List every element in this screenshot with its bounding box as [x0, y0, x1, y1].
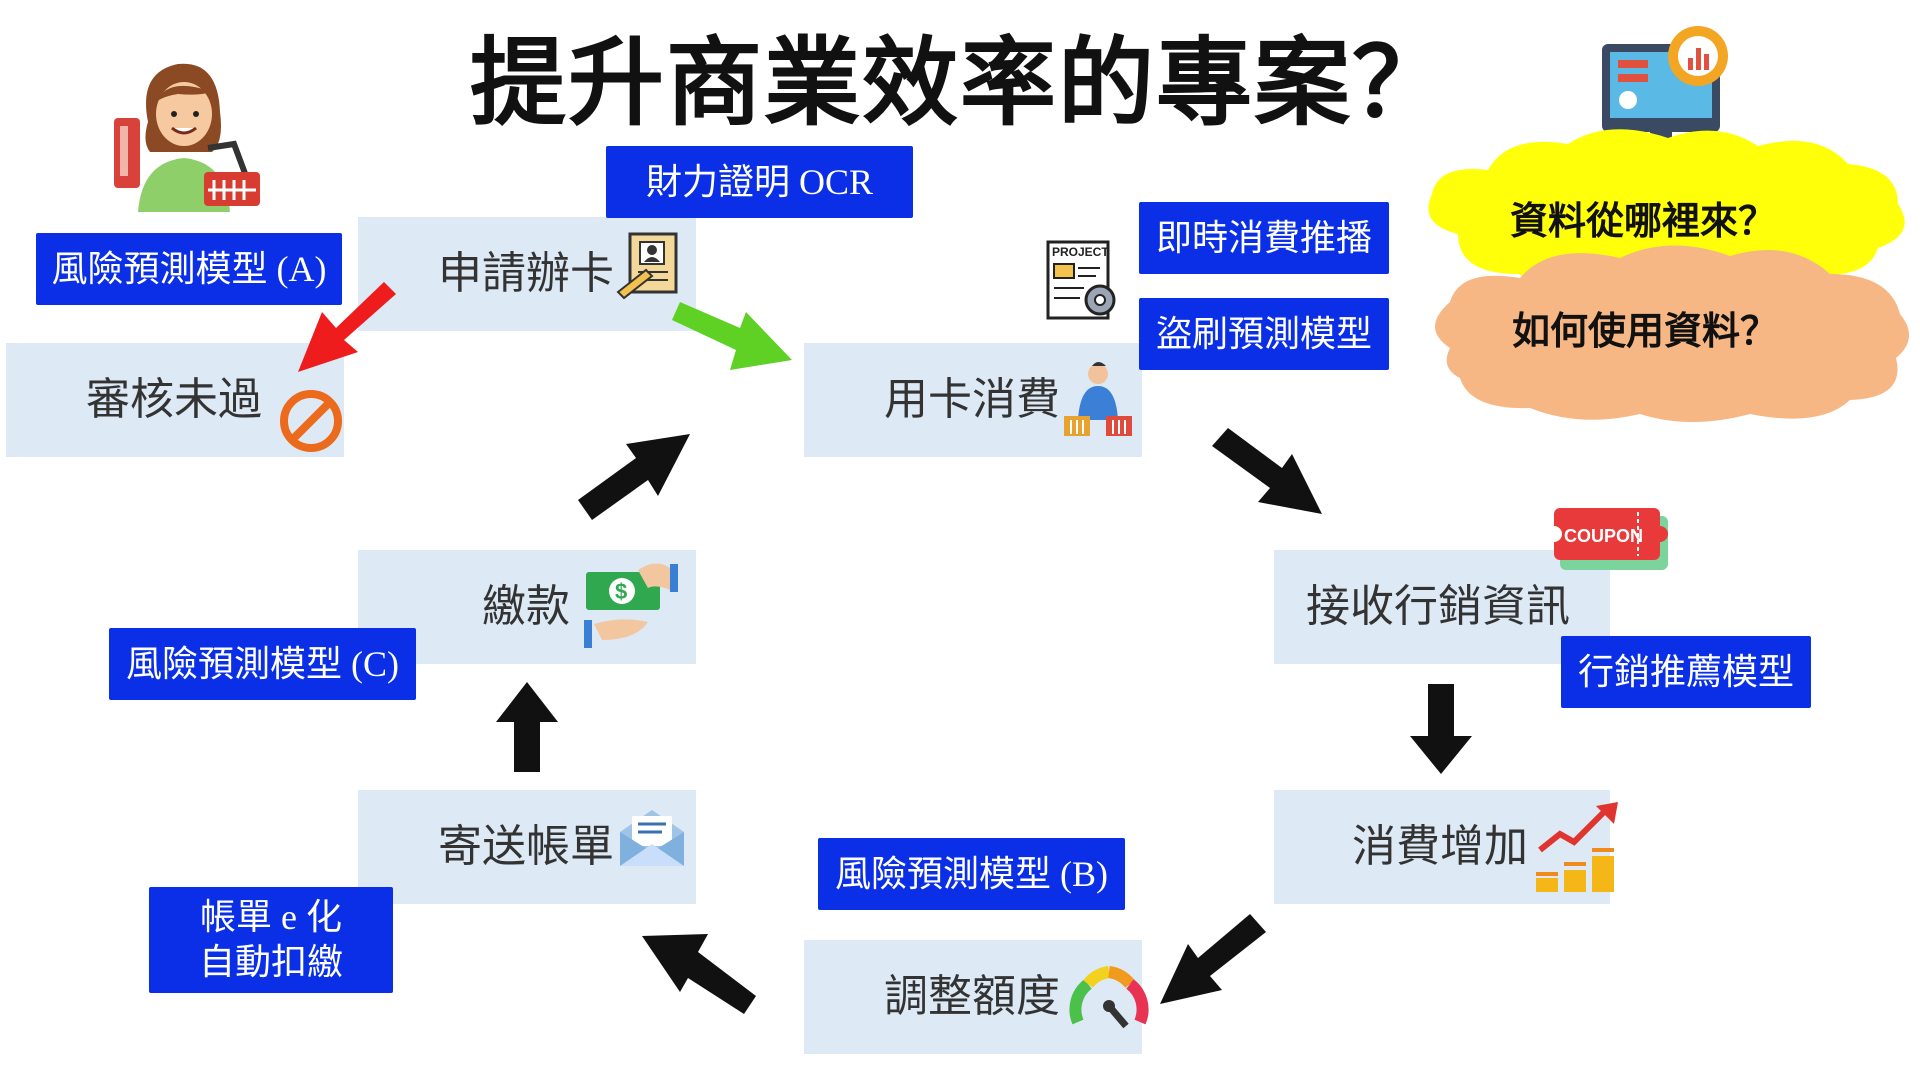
page-title: 提升商業效率的專案？	[470, 27, 1450, 139]
dollar-sign: $	[615, 579, 627, 604]
cloud-yellow	[1428, 129, 1905, 284]
cloud-question-usage: 如何使用資料？	[1512, 309, 1779, 353]
arrow-adjust-to-bill	[642, 934, 756, 1014]
step-rejected-label: 審核未過	[86, 374, 262, 425]
growth-chart-icon	[1536, 802, 1618, 892]
tag-ebill-line1: 帳單 e 化	[200, 897, 342, 937]
coupon-icon-label: COUPON	[1564, 526, 1643, 546]
gauge-meter-icon	[1069, 966, 1149, 1029]
step-receive-marketing: 接收行銷資訊	[1274, 550, 1610, 664]
arrow-green-approved	[672, 302, 792, 370]
step-receive-marketing-label: 接收行銷資訊	[1306, 581, 1570, 632]
step-send-bill-label: 寄送帳單	[438, 821, 614, 872]
project-document-icon: PROJECT	[1046, 240, 1116, 320]
project-label: PROJECT	[1052, 245, 1109, 259]
arrow-bill-to-pay	[496, 682, 558, 772]
step-payment-label: 繳款	[482, 581, 570, 632]
step-adjust-limit-label: 調整額度	[884, 971, 1060, 1022]
cloud-question-source: 資料從哪裡來？	[1510, 199, 1777, 243]
step-card-spending-label: 用卡消費	[884, 374, 1060, 425]
tag-financial-proof-ocr: 財力證明 OCR	[606, 146, 913, 218]
shopping-person-icon	[1064, 362, 1132, 436]
tag-risk-model-a: 風險預測模型 (A)	[36, 233, 342, 305]
tag-ebill-autopay: 帳單 e 化 自動扣繳	[149, 887, 393, 993]
tag-risk-model-c: 風險預測模型 (C)	[109, 628, 416, 700]
prohibited-icon	[280, 390, 342, 452]
arrow-increase-to-adjust	[1160, 914, 1266, 1004]
tag-ebill-line2: 自動扣繳	[198, 942, 343, 982]
tag-fraud-model: 盜刷預測模型	[1139, 298, 1389, 370]
arrow-receive-to-increase	[1410, 684, 1472, 774]
coupon-icon: COUPON	[1546, 508, 1668, 570]
computer-analytics-icon	[1602, 26, 1728, 152]
money-hand-icon: $	[584, 563, 678, 648]
step-adjust-limit: 調整額度	[804, 940, 1142, 1054]
arrow-red-rejected	[298, 282, 396, 372]
cloud-orange	[1435, 245, 1910, 422]
email-envelope-icon	[620, 810, 684, 866]
arrow-spend-to-receive	[1212, 428, 1322, 514]
step-apply-card-label: 申請辦卡	[438, 248, 614, 299]
tag-realtime-push: 即時消費推播	[1139, 202, 1389, 274]
tag-marketing-recommend-model: 行銷推薦模型	[1561, 636, 1811, 708]
arrow-pay-to-apply	[578, 434, 690, 520]
step-spending-increase-label: 消費增加	[1352, 821, 1528, 872]
shopper-woman-icon	[114, 63, 260, 212]
application-form-icon	[616, 232, 678, 300]
tag-risk-model-b: 風險預測模型 (B)	[818, 838, 1125, 910]
